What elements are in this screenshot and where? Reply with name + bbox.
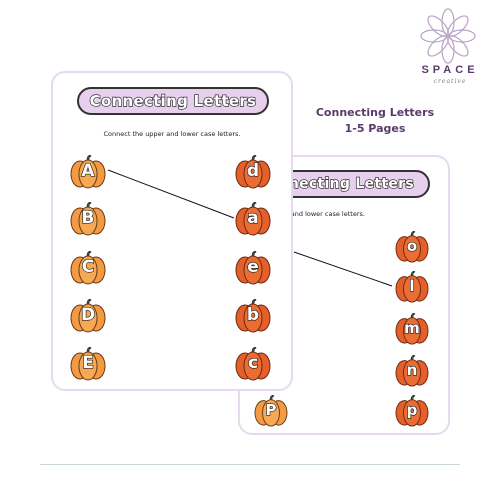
pumpkin-letter: E [82,352,95,373]
pumpkin-card: A [70,155,106,189]
pumpkin-card: a [235,202,271,236]
pumpkin-letter: b [246,304,260,325]
worksheet-front-title: Connecting Letters [77,87,269,115]
pumpkin-card: m [395,313,429,345]
pumpkin-letter: m [404,318,421,337]
pumpkin-letter: A [81,160,95,181]
pumpkin-card: n [395,355,429,387]
pumpkin-card: E [70,347,106,381]
pumpkin-letter: n [406,360,418,379]
pumpkin-card: p [395,395,429,427]
pumpkin-card: P [254,395,288,427]
pumpkin-letter: C [81,256,95,277]
pumpkin-card: b [235,299,271,333]
brand-subtitle: creative [433,78,467,85]
pumpkin-letter: B [81,207,95,228]
worksheet-front-instructions: Connect the upper and lower case letters… [103,130,241,138]
space-creative-logo [420,8,476,64]
pumpkin-letter: D [80,304,96,325]
pumpkin-card: C [70,251,106,285]
pumpkin-letter: o [406,236,418,255]
pumpkin-card: B [70,202,106,236]
pumpkin-letter: d [246,160,260,181]
pumpkin-card: o [395,231,429,263]
caption-pages: 1-5 Pages [344,122,406,135]
pumpkin-card: c [235,347,271,381]
pumpkin-card: l [395,271,429,303]
pumpkin-letter: P [265,400,277,419]
caption-title: Connecting Letters [315,106,435,119]
pumpkin-letter: e [247,256,260,277]
worksheet-back-instructions: Connect the upper and lower case letters… [238,210,365,218]
pumpkin-letter: p [406,400,418,419]
pumpkin-card: e [235,251,271,285]
pumpkin-letter: l [409,276,415,295]
pumpkin-card: D [70,299,106,333]
pumpkin-letter: c [247,352,259,373]
brand-name: SPACE [421,64,479,76]
pumpkin-card: d [235,155,271,189]
footer-divider [40,464,460,465]
pumpkin-letter: a [247,207,260,228]
worksheet-front: Connecting Letters Connect the upper and… [51,71,293,391]
